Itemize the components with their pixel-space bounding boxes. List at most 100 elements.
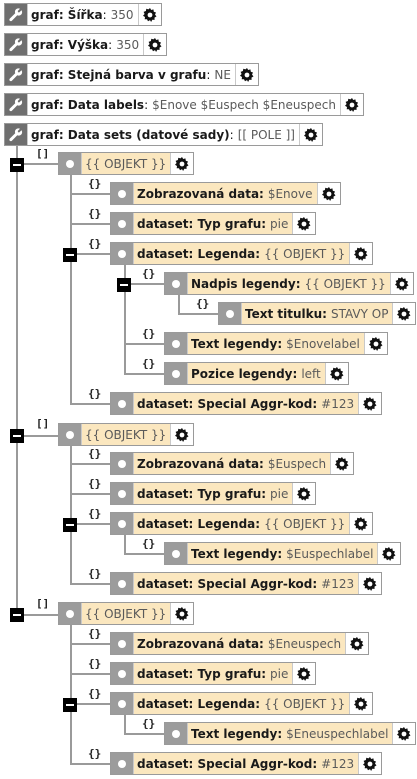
gear-icon[interactable] bbox=[350, 693, 372, 714]
property-row-stejna-barva[interactable]: graf: Stejná barva v grafu:​NE bbox=[4, 63, 259, 86]
node-row-special-aggr-kod[interactable]: dataset: Special Aggr-kod:#123 bbox=[110, 752, 383, 775]
circle-dot-icon bbox=[111, 453, 133, 474]
gear-icon[interactable] bbox=[378, 543, 400, 564]
tree-connector bbox=[70, 493, 110, 495]
wrench-icon bbox=[5, 64, 27, 85]
wrench-icon bbox=[5, 4, 27, 25]
node-row-legenda[interactable]: dataset: Legenda:{{ OBJEKT }} bbox=[110, 512, 374, 535]
tree-connector bbox=[70, 445, 72, 583]
gear-icon[interactable] bbox=[300, 124, 322, 145]
gear-icon[interactable] bbox=[293, 483, 315, 504]
property-row-data-sets[interactable]: graf: Data sets (datové sady):​[[ POLE ]… bbox=[4, 123, 323, 146]
minus-icon bbox=[66, 704, 74, 706]
tree-connector bbox=[70, 673, 110, 675]
tree-connector bbox=[124, 553, 164, 555]
gear-icon[interactable] bbox=[341, 94, 363, 115]
object-key-tag: {} bbox=[88, 507, 102, 520]
node-row-zobrazovana-data[interactable]: Zobrazovaná data:$Euspech bbox=[110, 452, 355, 475]
gear-icon[interactable] bbox=[350, 243, 372, 264]
minus-icon bbox=[66, 524, 74, 526]
gear-icon[interactable] bbox=[171, 153, 193, 174]
object-key-tag: {} bbox=[88, 687, 102, 700]
wrench-icon bbox=[5, 34, 27, 55]
gear-icon[interactable] bbox=[331, 453, 353, 474]
node-row-nadpis-legendy[interactable]: Nadpis legendy:{{ OBJEKT }} bbox=[164, 272, 414, 295]
tree-connector bbox=[178, 293, 180, 313]
property-row-sirka[interactable]: graf: Šířka:​350 bbox=[4, 3, 162, 26]
collapse-toggle[interactable] bbox=[10, 429, 24, 443]
circle-dot-icon bbox=[219, 303, 241, 324]
gear-icon[interactable] bbox=[139, 4, 161, 25]
property-label: graf: Šířka:​350 bbox=[27, 4, 139, 25]
gear-icon[interactable] bbox=[393, 723, 415, 744]
node-row-pozice-legendy[interactable]: Pozice legendy:left bbox=[164, 362, 349, 385]
node-row-special-aggr-kod[interactable]: dataset: Special Aggr-kod:#123 bbox=[110, 392, 383, 415]
object-label: {{ OBJEKT }} bbox=[81, 424, 172, 445]
node-row-text-legendy[interactable]: Text legendy:$Euspechlabel bbox=[164, 542, 402, 565]
gear-icon[interactable] bbox=[393, 303, 415, 324]
gear-icon[interactable] bbox=[359, 753, 381, 774]
gear-icon[interactable] bbox=[293, 213, 315, 234]
circle-dot-icon bbox=[165, 543, 187, 564]
node-label: dataset: Typ grafu:pie bbox=[133, 663, 294, 684]
object-label: {{ OBJEKT }} bbox=[81, 153, 172, 174]
node-row-typ-grafu[interactable]: dataset: Typ grafu:pie bbox=[110, 212, 317, 235]
node-row-legenda[interactable]: dataset: Legenda:{{ OBJEKT }} bbox=[110, 242, 374, 265]
gear-icon[interactable] bbox=[365, 333, 387, 354]
node-row-text-legendy[interactable]: Text legendy:$Eneuspechlabel bbox=[164, 722, 417, 745]
collapse-toggle[interactable] bbox=[63, 518, 77, 532]
gear-icon[interactable] bbox=[326, 363, 348, 384]
tree-connector bbox=[70, 223, 110, 225]
object-row[interactable]: {{ OBJEKT }} bbox=[58, 152, 195, 175]
object-key-tag: {} bbox=[142, 537, 156, 550]
circle-dot-icon bbox=[111, 663, 133, 684]
object-key-tag: {} bbox=[88, 177, 102, 190]
node-row-typ-grafu[interactable]: dataset: Typ grafu:pie bbox=[110, 662, 317, 685]
node-row-legenda[interactable]: dataset: Legenda:{{ OBJEKT }} bbox=[110, 692, 374, 715]
gear-icon[interactable] bbox=[391, 273, 413, 294]
object-row[interactable]: {{ OBJEKT }} bbox=[58, 602, 195, 625]
gear-icon[interactable] bbox=[359, 393, 381, 414]
node-label: dataset: Legenda:{{ OBJEKT }} bbox=[133, 513, 351, 534]
collapse-toggle[interactable] bbox=[63, 698, 77, 712]
object-key-tag: {} bbox=[142, 327, 156, 340]
property-label: graf: Stejná barva v grafu:​NE bbox=[27, 64, 236, 85]
gear-icon[interactable] bbox=[236, 64, 258, 85]
node-row-text-legendy[interactable]: Text legendy:$Enovelabel bbox=[164, 332, 388, 355]
tree-connector bbox=[124, 713, 126, 733]
gear-icon[interactable] bbox=[359, 573, 381, 594]
object-key-tag: {} bbox=[142, 717, 156, 730]
tree-connector bbox=[70, 403, 110, 405]
array-index-tag: [] bbox=[36, 597, 50, 610]
property-label: graf: Data labels:​$Enove $Euspech $Eneu… bbox=[27, 94, 341, 115]
minus-icon bbox=[13, 435, 21, 437]
gear-icon[interactable] bbox=[346, 633, 368, 654]
circle-dot-icon bbox=[111, 753, 133, 774]
node-row-zobrazovana-data[interactable]: Zobrazovaná data:$Enove bbox=[110, 182, 341, 205]
property-row-vyska[interactable]: graf: Výška:​350 bbox=[4, 33, 168, 56]
gear-icon[interactable] bbox=[171, 424, 193, 445]
circle-dot-icon bbox=[165, 333, 187, 354]
collapse-toggle[interactable] bbox=[117, 278, 131, 292]
node-row-special-aggr-kod[interactable]: dataset: Special Aggr-kod:#123 bbox=[110, 572, 383, 595]
collapse-toggle[interactable] bbox=[10, 158, 24, 172]
node-row-typ-grafu[interactable]: dataset: Typ grafu:pie bbox=[110, 482, 317, 505]
node-row-text-titulku[interactable]: Text titulku:STAVY OP bbox=[218, 302, 417, 325]
circle-dot-icon bbox=[111, 213, 133, 234]
gear-icon[interactable] bbox=[318, 183, 340, 204]
gear-icon[interactable] bbox=[171, 603, 193, 624]
object-row[interactable]: {{ OBJEKT }} bbox=[58, 423, 195, 446]
gear-icon[interactable] bbox=[144, 34, 166, 55]
gear-icon[interactable] bbox=[293, 663, 315, 684]
circle-dot-icon bbox=[111, 393, 133, 414]
collapse-toggle[interactable] bbox=[10, 608, 24, 622]
property-row-data-labels[interactable]: graf: Data labels:​$Enove $Euspech $Eneu… bbox=[4, 93, 364, 116]
collapse-toggle[interactable] bbox=[63, 248, 77, 262]
gear-icon[interactable] bbox=[350, 513, 372, 534]
node-row-zobrazovana-data[interactable]: Zobrazovaná data:$Eneuspech bbox=[110, 632, 370, 655]
circle-dot-icon bbox=[59, 424, 81, 445]
circle-dot-icon bbox=[111, 633, 133, 654]
node-label: Zobrazovaná data:$Euspech bbox=[133, 453, 332, 474]
circle-dot-icon bbox=[111, 693, 133, 714]
